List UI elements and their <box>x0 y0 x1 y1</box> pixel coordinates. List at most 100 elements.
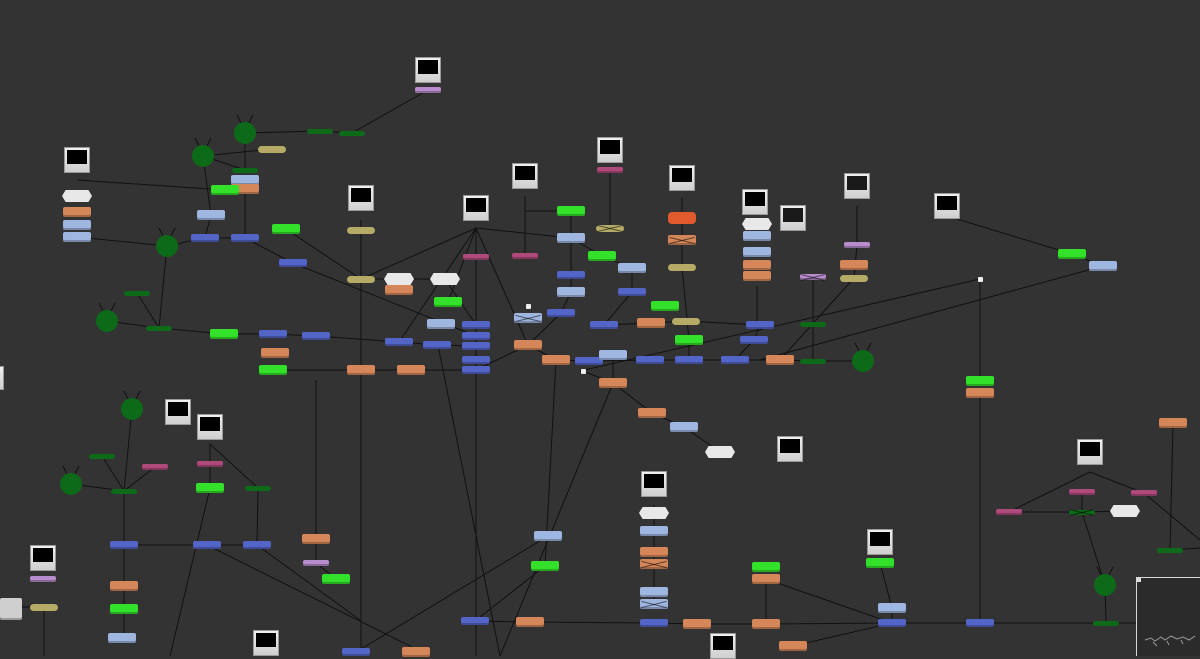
dark-green-node[interactable] <box>146 325 172 331</box>
lilac-node[interactable] <box>303 560 329 566</box>
keyer-node[interactable] <box>588 251 616 261</box>
keyer-node[interactable] <box>866 558 894 568</box>
red-node[interactable] <box>668 212 696 224</box>
transform-node[interactable] <box>668 235 696 245</box>
transform-node[interactable] <box>638 408 666 418</box>
read-node[interactable] <box>742 189 768 215</box>
read-node[interactable] <box>512 163 538 189</box>
transform-node[interactable] <box>640 547 668 557</box>
read-node[interactable] <box>934 193 960 219</box>
merge-node[interactable] <box>302 332 330 340</box>
read-node[interactable] <box>197 414 223 440</box>
read-node[interactable] <box>780 205 806 231</box>
pink-node[interactable] <box>597 167 623 173</box>
keyer-node[interactable] <box>434 297 462 307</box>
pink-node[interactable] <box>1131 490 1157 496</box>
grade-node[interactable] <box>640 599 668 609</box>
olive-node[interactable] <box>840 274 868 282</box>
transform-node[interactable] <box>63 207 91 217</box>
merge-node[interactable] <box>462 356 490 364</box>
grade-node[interactable] <box>1089 261 1117 271</box>
transform-node[interactable] <box>640 559 668 569</box>
dark-green-node[interactable] <box>232 167 258 173</box>
dot-node[interactable] <box>978 277 983 282</box>
merge-node[interactable] <box>462 342 490 350</box>
dark-green-circle-node[interactable] <box>60 473 82 495</box>
merge-node[interactable] <box>342 648 370 656</box>
merge-node[interactable] <box>385 338 413 346</box>
merge-node[interactable] <box>462 332 490 340</box>
merge-node[interactable] <box>193 541 221 549</box>
transform-node[interactable] <box>397 365 425 375</box>
merge-node[interactable] <box>231 234 259 242</box>
read-node[interactable] <box>844 173 870 199</box>
dark-green-circle-node[interactable] <box>156 235 178 257</box>
grade-node[interactable] <box>557 233 585 243</box>
read-node[interactable] <box>463 195 489 221</box>
gray-node-offscreen[interactable] <box>0 598 22 620</box>
keyer-node[interactable] <box>272 224 300 234</box>
transform-node[interactable] <box>302 534 330 544</box>
pink-node[interactable] <box>197 461 223 467</box>
read-node[interactable] <box>1077 439 1103 465</box>
dark-green-circle-node[interactable] <box>234 122 256 144</box>
read-node[interactable] <box>253 630 279 656</box>
keyer-node[interactable] <box>651 301 679 311</box>
merge-node[interactable] <box>110 541 138 549</box>
grade-node[interactable] <box>670 422 698 432</box>
dark-green-node[interactable] <box>111 488 137 494</box>
navigator-minimap[interactable] <box>1136 577 1200 656</box>
merge-node[interactable] <box>243 541 271 549</box>
merge-node[interactable] <box>721 356 749 364</box>
merge-node[interactable] <box>636 356 664 364</box>
read-node[interactable] <box>669 165 695 191</box>
keyer-node[interactable] <box>196 483 224 493</box>
grade-node[interactable] <box>197 210 225 220</box>
keyer-node[interactable] <box>211 185 239 195</box>
merge-node[interactable] <box>618 288 646 296</box>
merge-node[interactable] <box>640 619 668 627</box>
transform-node[interactable] <box>402 647 430 657</box>
dark-green-node[interactable] <box>339 130 365 136</box>
transform-node[interactable] <box>542 355 570 365</box>
dark-green-node[interactable] <box>800 358 826 364</box>
pink-node[interactable] <box>512 253 538 259</box>
read-node[interactable] <box>867 529 893 555</box>
transform-node[interactable] <box>779 641 807 651</box>
dot-node[interactable] <box>581 369 586 374</box>
lilac-node[interactable] <box>415 87 441 93</box>
merge-node[interactable] <box>462 366 490 374</box>
grade-node[interactable] <box>557 287 585 297</box>
grade-node[interactable] <box>63 220 91 230</box>
dark-green-node[interactable] <box>1093 620 1119 626</box>
read-node[interactable] <box>597 137 623 163</box>
dark-green-circle-node[interactable] <box>1094 574 1116 596</box>
merge-node[interactable] <box>878 619 906 627</box>
grade-node[interactable] <box>427 319 455 329</box>
read-node[interactable] <box>710 633 736 659</box>
merge-node[interactable] <box>740 336 768 344</box>
read-node[interactable] <box>415 57 441 83</box>
dark-green-circle-node[interactable] <box>96 310 118 332</box>
read-node[interactable] <box>30 545 56 571</box>
merge-node[interactable] <box>675 356 703 364</box>
merge-node[interactable] <box>279 259 307 267</box>
keyer-node[interactable] <box>259 365 287 375</box>
merge-node[interactable] <box>547 309 575 317</box>
dark-green-node[interactable] <box>307 128 333 134</box>
keyer-node[interactable] <box>322 574 350 584</box>
transform-node[interactable] <box>347 365 375 375</box>
dark-green-node[interactable] <box>1157 547 1183 553</box>
merge-node[interactable] <box>590 321 618 329</box>
dark-green-node[interactable] <box>800 321 826 327</box>
white-node[interactable] <box>742 218 772 230</box>
keyer-node[interactable] <box>966 376 994 386</box>
grade-node[interactable] <box>599 350 627 360</box>
transform-node[interactable] <box>743 260 771 270</box>
transform-node[interactable] <box>637 318 665 328</box>
merge-node[interactable] <box>461 617 489 625</box>
grade-node[interactable] <box>514 313 542 323</box>
transform-node[interactable] <box>752 574 780 584</box>
dark-green-node[interactable] <box>1069 509 1095 515</box>
